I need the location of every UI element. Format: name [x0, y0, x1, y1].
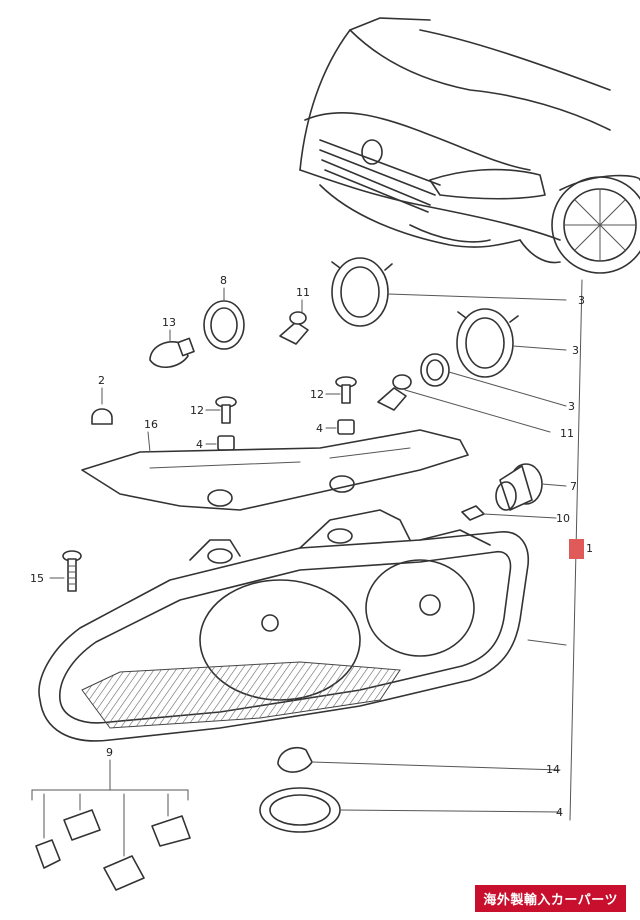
callout-14: 14: [546, 763, 560, 776]
headlight-housing: [38, 509, 529, 742]
watermark-badge: 海外製輸入カーパーツ: [475, 885, 626, 912]
callout-15: 15: [30, 572, 44, 585]
part-7-cap: [495, 463, 543, 511]
part-10-clip: [461, 505, 485, 521]
part-3-ring-b: [456, 308, 519, 378]
part-3-socket: [420, 353, 450, 387]
callout-12: 12: [190, 404, 204, 417]
callout-2: 2: [98, 374, 105, 387]
part-4-nut-a: [205, 435, 235, 451]
callout-16: 16: [144, 418, 158, 431]
part-12-screw-b: [325, 376, 357, 404]
highlight-marker: [569, 539, 584, 559]
callout-11: 11: [296, 286, 310, 299]
part-12-screw-a: [205, 396, 237, 424]
callout-7: 7: [570, 480, 577, 493]
part-9-holders: [31, 759, 191, 891]
callout-3: 3: [572, 344, 579, 357]
callout-4: 4: [316, 422, 323, 435]
part-14-bulb: [277, 746, 561, 773]
part-8-ring: [203, 287, 245, 350]
callout-4: 4: [556, 806, 563, 819]
part-11-bulb-b: [377, 374, 551, 433]
callout-1: 1: [586, 542, 593, 555]
part-3-ring-a: [331, 257, 393, 327]
leader-lines: [387, 293, 567, 646]
vehicle-front-illustration: [299, 17, 640, 274]
part-11-bulb-a: [279, 299, 309, 345]
part-15-screw: [49, 550, 82, 592]
part-16-shield: [81, 429, 469, 511]
part-4-nut-b: [325, 419, 355, 435]
callout-9: 9: [106, 746, 113, 759]
callout-12: 12: [310, 388, 324, 401]
callout-11: 11: [560, 427, 574, 440]
callout-3: 3: [568, 400, 575, 413]
callout-4: 4: [196, 438, 203, 451]
part-4-ring: [259, 787, 561, 833]
callout-3: 3: [578, 294, 585, 307]
callout-8: 8: [220, 274, 227, 287]
part-2-cap: [91, 408, 113, 425]
callout-10: 10: [556, 512, 570, 525]
part-13-bulb: [149, 329, 195, 368]
callout-13: 13: [162, 316, 176, 329]
